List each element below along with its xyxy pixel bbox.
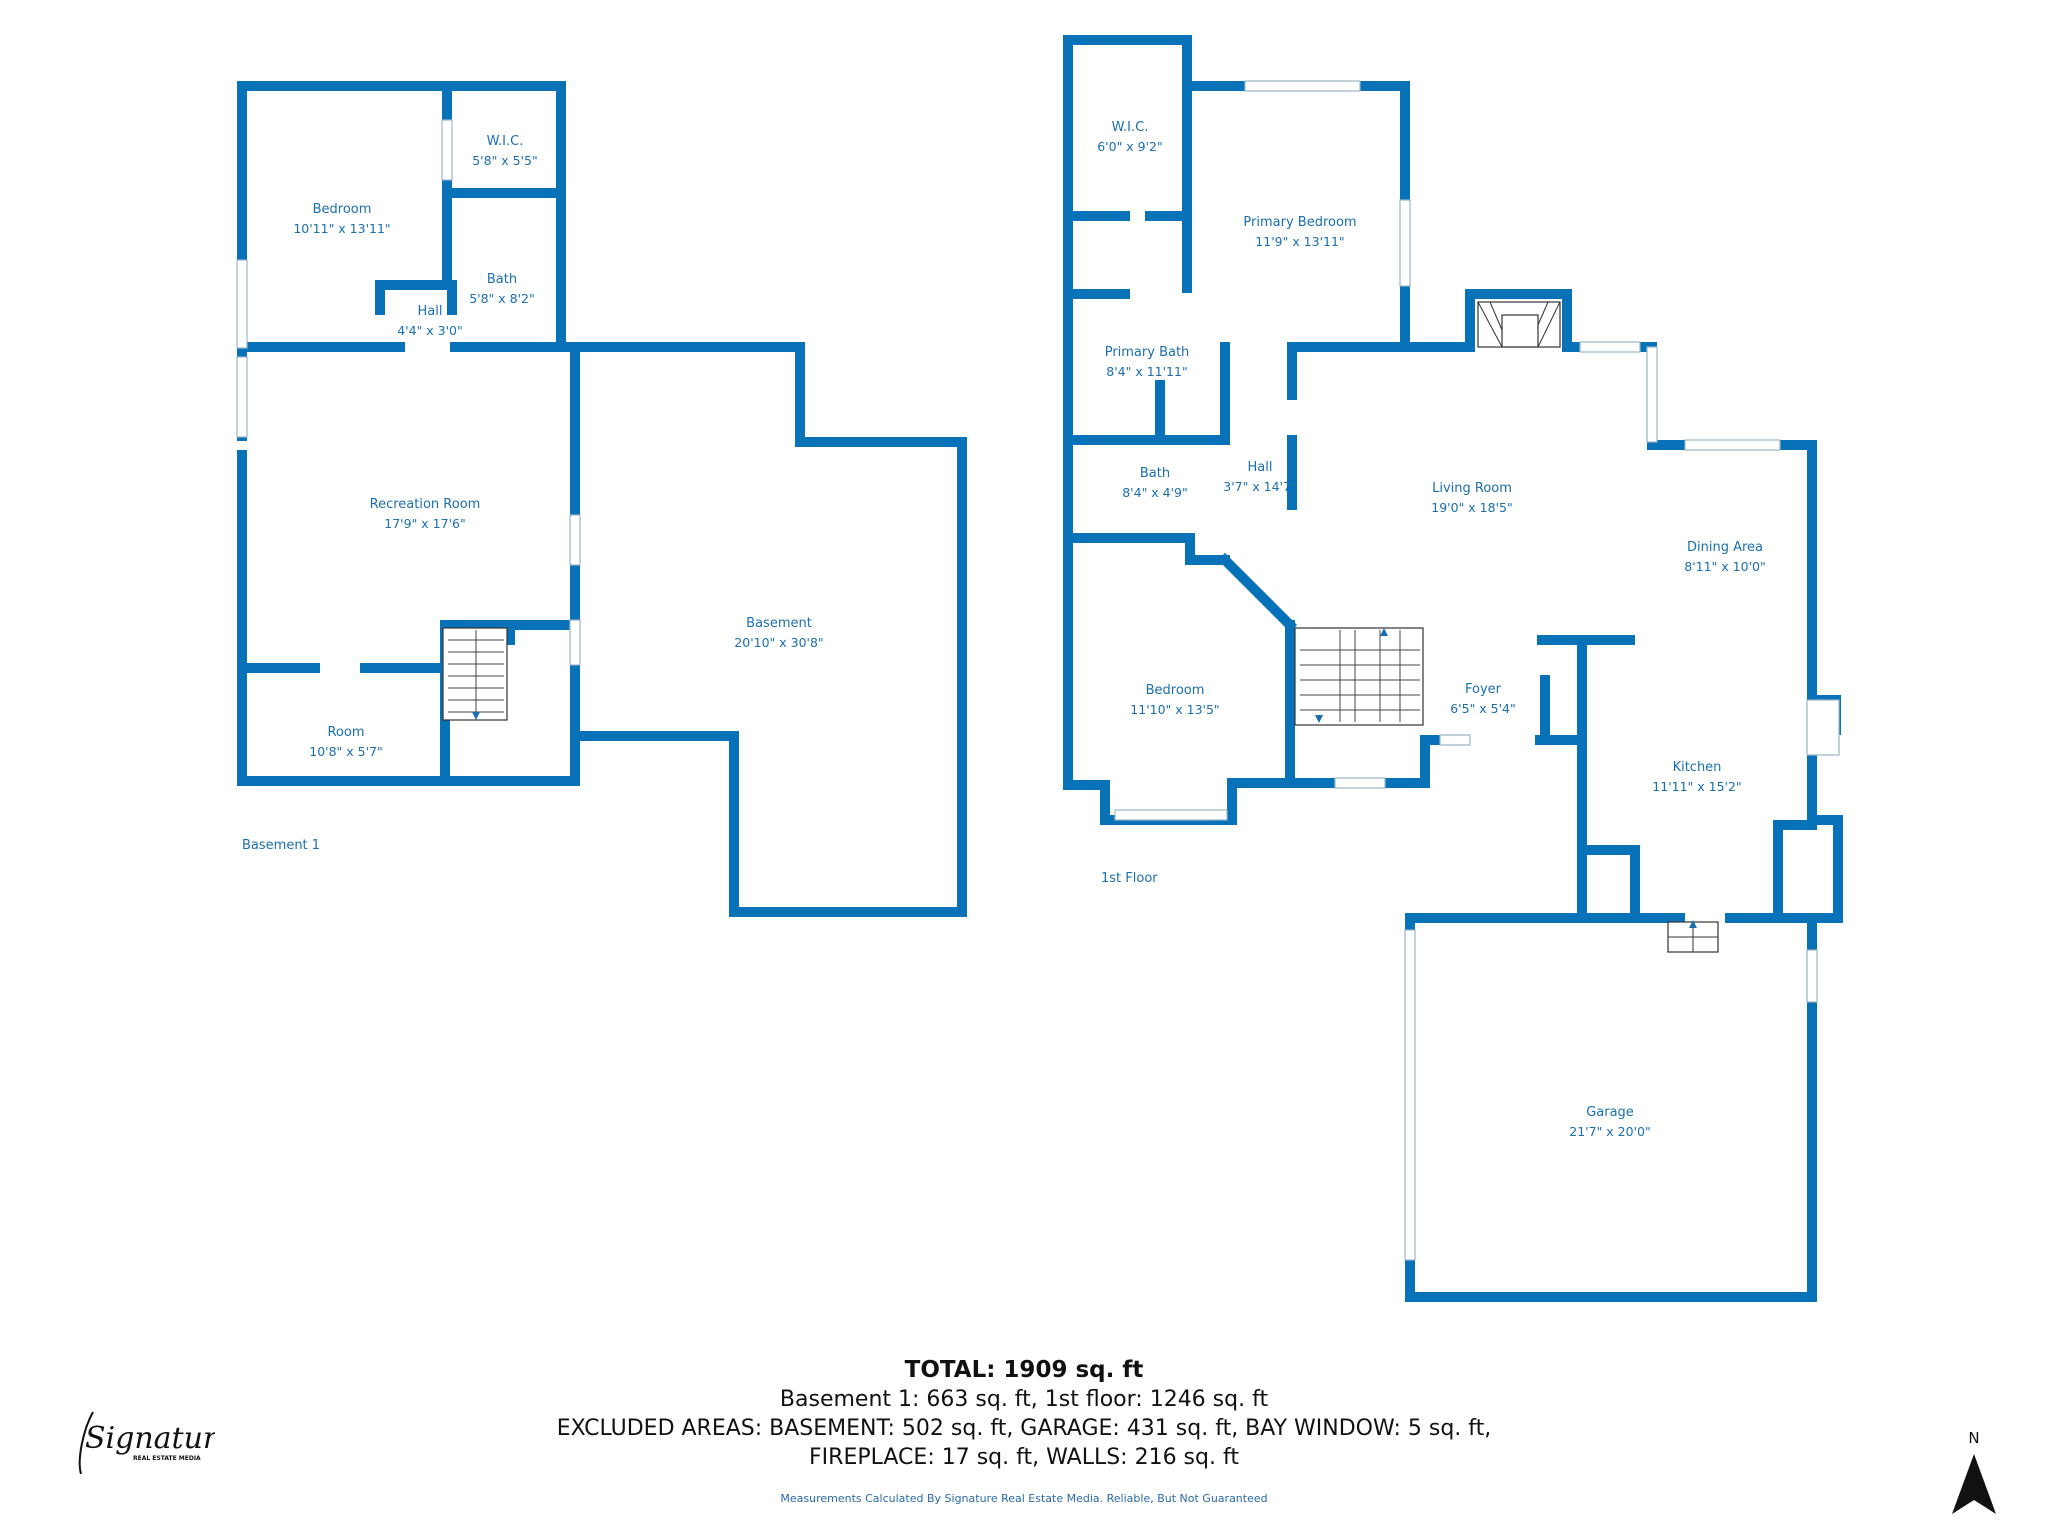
room-name: Primary Bath <box>1105 345 1190 360</box>
room-name: Basement <box>746 616 812 631</box>
room-name: Dining Area <box>1687 540 1763 555</box>
room-dims: 3'7" x 14'7" <box>1223 479 1296 494</box>
basement-stairs <box>442 627 508 721</box>
fireplace-icon <box>1477 301 1561 348</box>
first-floor-stairs <box>1294 627 1424 726</box>
room-dims: 8'11" x 10'0" <box>1684 559 1765 574</box>
room-name: Bedroom <box>313 202 372 217</box>
first-floor: W.I.C. 6'0" x 9'2" Primary Bedroom 11'9"… <box>1063 35 1843 1302</box>
logo-tagline: REAL ESTATE MEDIA <box>133 1455 201 1462</box>
basement-floor: Bedroom 10'11" x 13'11" W.I.C. 5'8" x 5'… <box>236 81 967 917</box>
room-name: Garage <box>1586 1105 1634 1120</box>
room-dims: 5'8" x 8'2" <box>469 291 535 306</box>
room-name: W.I.C. <box>487 134 524 149</box>
total-area: TOTAL: 1909 sq. ft <box>904 1357 1144 1383</box>
room-name: Room <box>327 725 364 740</box>
logo-script: Signature <box>85 1421 215 1456</box>
room-name: Hall <box>418 304 443 319</box>
room-name: Living Room <box>1432 481 1512 496</box>
excluded-areas: EXCLUDED AREAS: BASEMENT: 502 sq. ft, GA… <box>556 1416 1492 1441</box>
entry-steps <box>1667 920 1719 953</box>
excluded-areas-continued: FIREPLACE: 17 sq. ft, WALLS: 216 sq. ft <box>809 1445 1239 1470</box>
room-dims: 6'0" x 9'2" <box>1097 139 1163 154</box>
room-dims: 8'4" x 11'11" <box>1106 364 1187 379</box>
room-name: Bath <box>487 272 517 287</box>
room-dims: 10'8" x 5'7" <box>309 744 382 759</box>
room-name: Kitchen <box>1673 760 1722 775</box>
room-dims: 8'4" x 4'9" <box>1122 485 1188 500</box>
room-name: Foyer <box>1465 682 1502 697</box>
room-dims: 11'9" x 13'11" <box>1255 234 1344 249</box>
floor-label: 1st Floor <box>1101 871 1158 886</box>
room-name: Recreation Room <box>370 497 481 512</box>
compass-label: N <box>1968 1429 1979 1447</box>
room-name: Bath <box>1140 466 1170 481</box>
disclaimer: Measurements Calculated By Signature Rea… <box>780 1492 1268 1505</box>
room-dims: 10'11" x 13'11" <box>293 221 390 236</box>
room-dims: 21'7" x 20'0" <box>1569 1124 1650 1139</box>
room-dims: 11'10" x 13'5" <box>1130 702 1219 717</box>
room-name: Bedroom <box>1146 683 1205 698</box>
floor-label: Basement 1 <box>242 838 320 853</box>
room-name: Hall <box>1248 460 1273 475</box>
room-dims: 5'8" x 5'5" <box>472 153 538 168</box>
room-dims: 6'5" x 5'4" <box>1450 701 1516 716</box>
room-name: W.I.C. <box>1112 120 1149 135</box>
room-name: Primary Bedroom <box>1243 215 1356 230</box>
room-dims: 4'4" x 3'0" <box>397 323 463 338</box>
area-breakdown: Basement 1: 663 sq. ft, 1st floor: 1246 … <box>779 1387 1269 1412</box>
signature-logo: Signature REAL ESTATE MEDIA <box>78 1411 215 1475</box>
room-dims: 11'11" x 15'2" <box>1652 779 1741 794</box>
north-arrow-icon: N <box>1952 1429 1996 1514</box>
room-dims: 20'10" x 30'8" <box>734 635 823 650</box>
room-dims: 19'0" x 18'5" <box>1431 500 1512 515</box>
room-dims: 17'9" x 17'6" <box>384 516 465 531</box>
north-arrow-shape <box>1952 1454 1996 1514</box>
